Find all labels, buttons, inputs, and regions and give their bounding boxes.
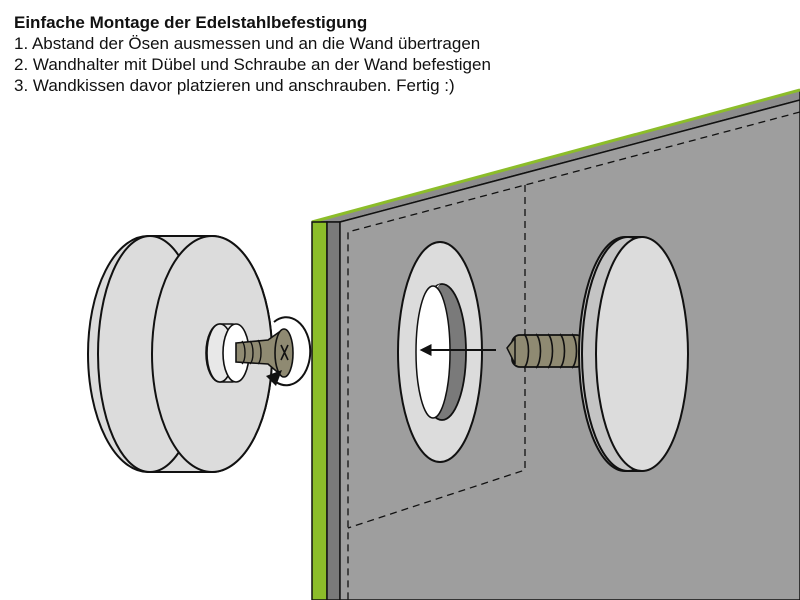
step-3: 3. Wandkissen davor platzieren und ansch… — [14, 76, 455, 95]
measurement-marking-lines — [347, 111, 800, 600]
wall-panel-green-edge — [311, 221, 328, 600]
step-2: 2. Wandhalter mit Dübel und Schraube an … — [14, 55, 491, 74]
cushion-threaded-boss — [205, 323, 250, 383]
instructions: Einfache Montage der Edelstahlbefestigun… — [14, 12, 574, 96]
rotate-arrow-icon — [266, 316, 312, 387]
countersunk-screw — [235, 328, 294, 378]
step-1: 1. Abstand der Ösen ausmessen und an die… — [14, 34, 481, 53]
instructions-title: Einfache Montage der Edelstahlbefestigun… — [14, 13, 368, 32]
wall-panel-side — [326, 221, 341, 600]
wall-eyelet — [397, 241, 483, 463]
wall-cushion — [87, 235, 312, 473]
wall-bracket — [506, 236, 689, 472]
threaded-screw — [506, 333, 585, 369]
bracket-cap-face — [595, 236, 689, 472]
